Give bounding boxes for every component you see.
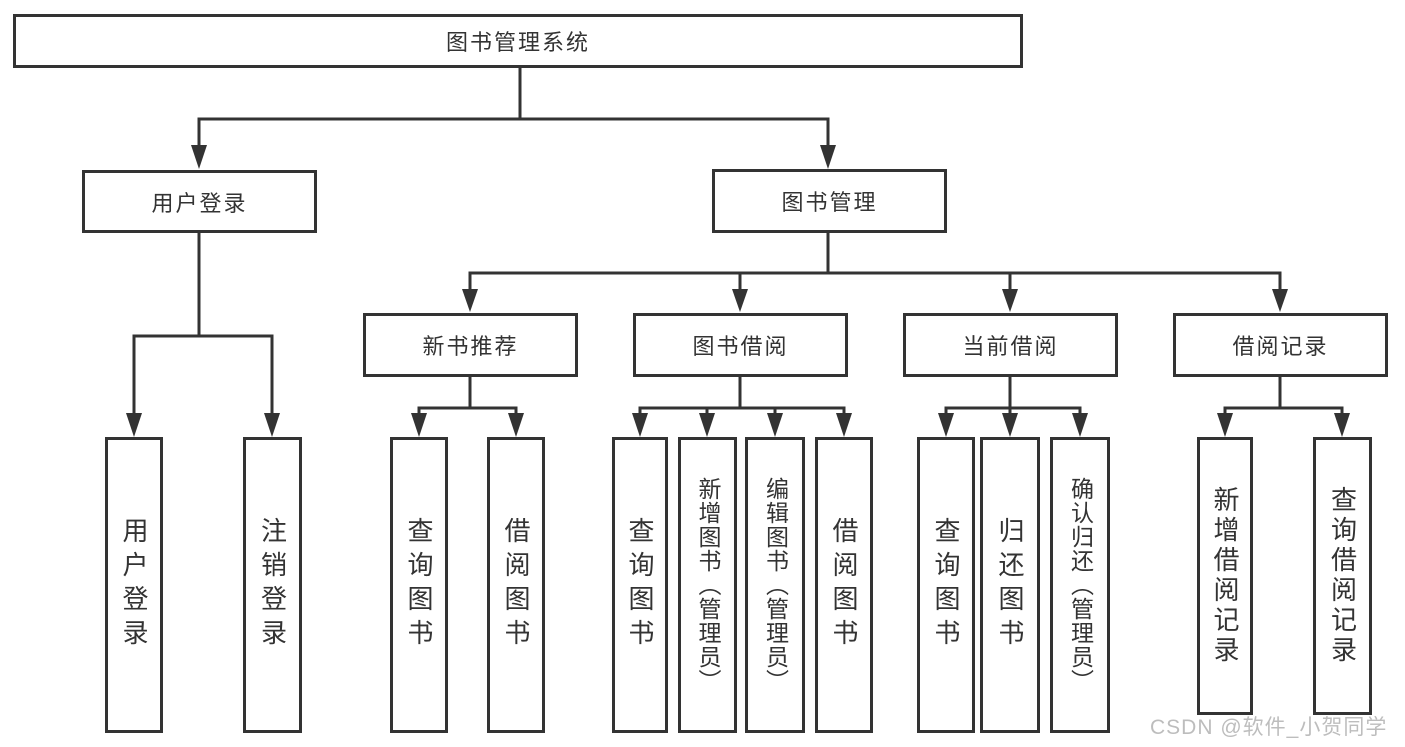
node-current-borrowing: 当前借阅 [903,313,1118,377]
arrowheads [126,145,1350,437]
node-new-book-recommendation: 新书推荐 [363,313,578,377]
node-user-login: 用户登录 [105,437,163,733]
node-edit-book-admin: 编辑图书（管理员） [745,437,805,733]
node-borrow-books-recommend: 借阅图书 [487,437,545,733]
node-library-management-system: 图书管理系统 [13,14,1023,68]
node-borrowing-records: 借阅记录 [1173,313,1388,377]
node-add-borrow-record: 新增借阅记录 [1197,437,1253,715]
watermark-text: CSDN @软件_小贺同学 [1150,716,1388,739]
node-query-borrow-record: 查询借阅记录 [1313,437,1372,715]
node-user-login-branch: 用户登录 [82,170,317,233]
node-add-book-admin: 新增图书（管理员） [678,437,737,733]
node-book-borrowing: 图书借阅 [633,313,848,377]
node-book-management: 图书管理 [712,169,947,233]
node-confirm-return-admin: 确认归还（管理员） [1050,437,1110,733]
node-query-books-borrowing: 查询图书 [612,437,668,733]
node-logout: 注销登录 [243,437,302,733]
node-return-book: 归还图书 [980,437,1040,733]
node-borrow-books-borrowing: 借阅图书 [815,437,873,733]
node-query-books-recommend: 查询图书 [390,437,448,733]
node-query-books-current: 查询图书 [917,437,975,733]
